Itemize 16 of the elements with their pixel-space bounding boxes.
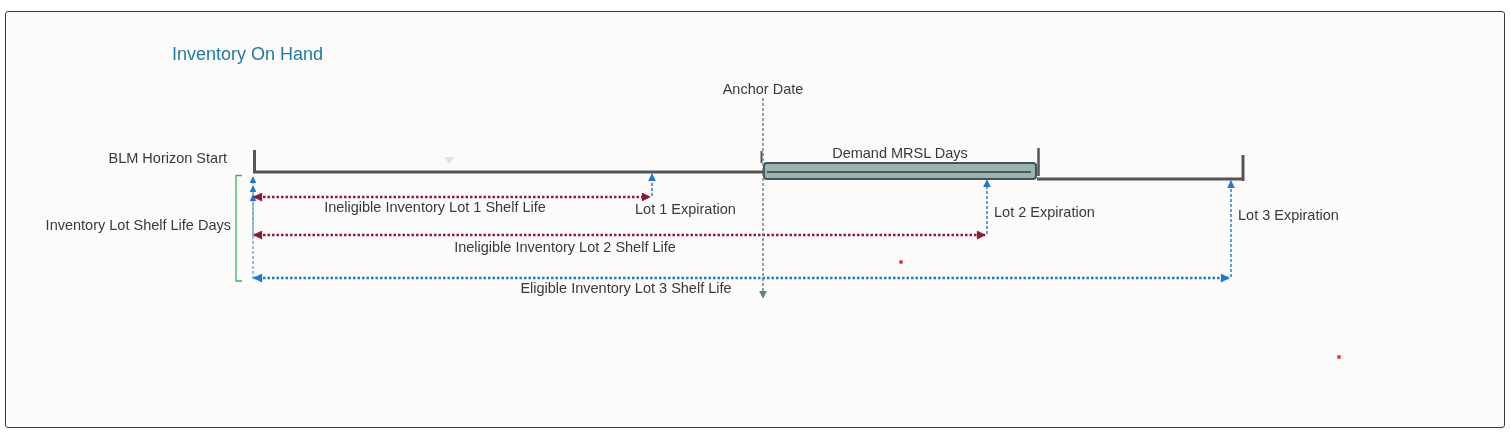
arrow — [759, 97, 767, 299]
edge-label: Lot 3 Expiration — [1236, 207, 1341, 224]
bar-heading: Demand MRSL Days — [832, 145, 968, 162]
diagram-title: Inventory On Hand — [172, 43, 324, 65]
arrow — [648, 173, 656, 197]
timeline-label: BLM Horizon Start — [108, 150, 227, 167]
edge-label: Lot 2 Expiration — [992, 204, 1097, 221]
dimension-label: Eligible Inventory Lot 3 Shelf Life — [520, 280, 732, 297]
dimension-label: Ineligible Inventory Lot 1 Shelf Life — [324, 199, 546, 216]
arrow — [983, 179, 991, 235]
timeline — [1037, 148, 1246, 182]
edge-label: Lot 1 Expiration — [633, 201, 738, 218]
bracket-label: Inventory Lot Shelf Life Days — [45, 217, 231, 234]
date-label: Anchor Date — [722, 81, 804, 98]
dimension-label: Ineligible Inventory Lot 2 Shelf Life — [454, 239, 676, 256]
arrow — [1227, 180, 1235, 278]
